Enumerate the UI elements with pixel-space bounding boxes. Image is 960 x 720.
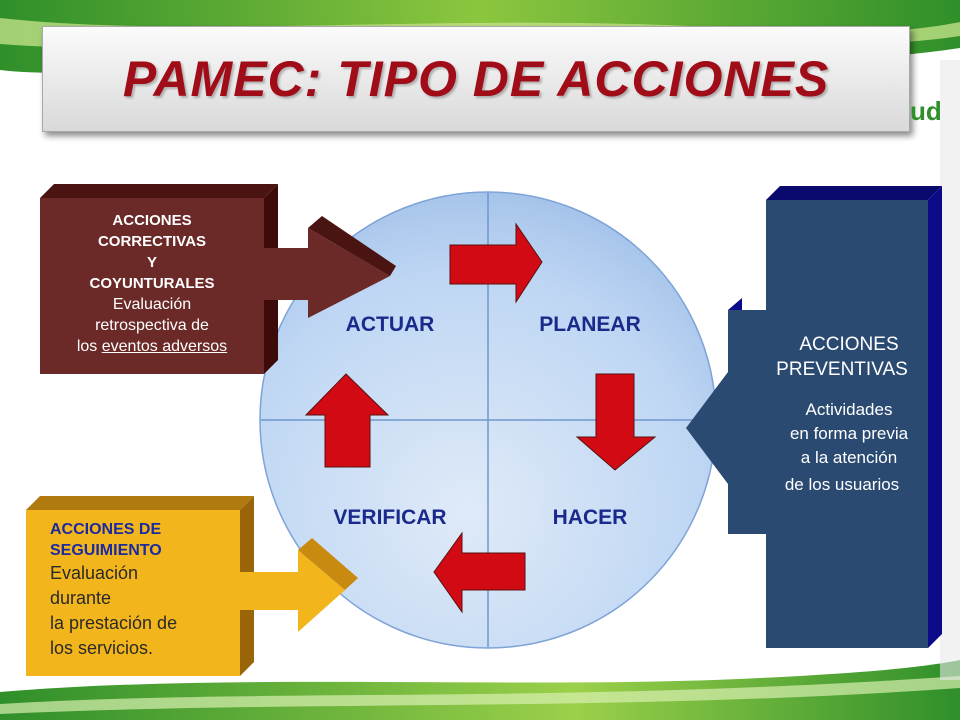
correctivas-body-1: Evaluación xyxy=(112,296,192,313)
quadrant-label-actuar: ACTUAR xyxy=(345,313,435,336)
arrow-left-icon xyxy=(433,531,526,614)
arrow-up-icon xyxy=(304,373,390,468)
quadrant-label-planear: PLANEAR xyxy=(539,313,641,336)
correctivas-heading-2: CORRECTIVAS xyxy=(97,233,207,250)
quadrant-label-verificar: VERIFICAR xyxy=(333,506,447,529)
title-banner: PAMEC: TIPO DE ACCIONES xyxy=(42,26,910,132)
preventivas-body-3: a la atención xyxy=(800,448,898,467)
arrow-right-icon xyxy=(449,222,543,304)
correctivas-body-3-prefix: los xyxy=(76,338,102,355)
correctivas-text: ACCIONES CORRECTIVAS Y COYUNTURALES Eval… xyxy=(40,210,264,357)
seguimiento-heading-2: SEGUIMIENTO xyxy=(50,542,162,559)
logo-fragment: ud xyxy=(910,96,942,126)
correctivas-body-3-link: eventos adversos xyxy=(101,338,228,355)
page-title: PAMEC: TIPO DE ACCIONES xyxy=(122,51,830,107)
seguimiento-body-3: la prestación de xyxy=(50,613,178,633)
correctivas-body-2: retrospectiva de xyxy=(95,317,209,334)
seguimiento-body-4: los servicios. xyxy=(50,638,154,658)
quadrant-label-hacer: HACER xyxy=(552,506,628,529)
preventivas-body-2: en forma previa xyxy=(789,424,909,443)
preventivas-heading-2: PREVENTIVAS xyxy=(776,359,908,380)
arrow-down-icon xyxy=(575,373,657,471)
seguimiento-text: ACCIONES DE SEGUIMIENTO Evaluación duran… xyxy=(50,519,240,661)
correctivas-heading-3: Y xyxy=(146,254,157,271)
correctivas-heading-4: COYUNTURALES xyxy=(89,275,215,292)
preventivas-body-1: Actividades xyxy=(805,400,893,419)
preventivas-body-4: de los usuarios xyxy=(784,475,900,494)
preventivas-heading-1: ACCIONES xyxy=(799,334,899,355)
seguimiento-heading-1: ACCIONES DE xyxy=(50,521,162,538)
seguimiento-body-2: durante xyxy=(50,588,112,608)
seguimiento-body-1: Evaluación xyxy=(50,563,139,583)
correctivas-body-3: los eventos adversos xyxy=(40,336,264,357)
preventivas-text: ACCIONES PREVENTIVAS Actividades en form… xyxy=(744,332,954,500)
correctivas-heading-1: ACCIONES xyxy=(112,212,192,229)
